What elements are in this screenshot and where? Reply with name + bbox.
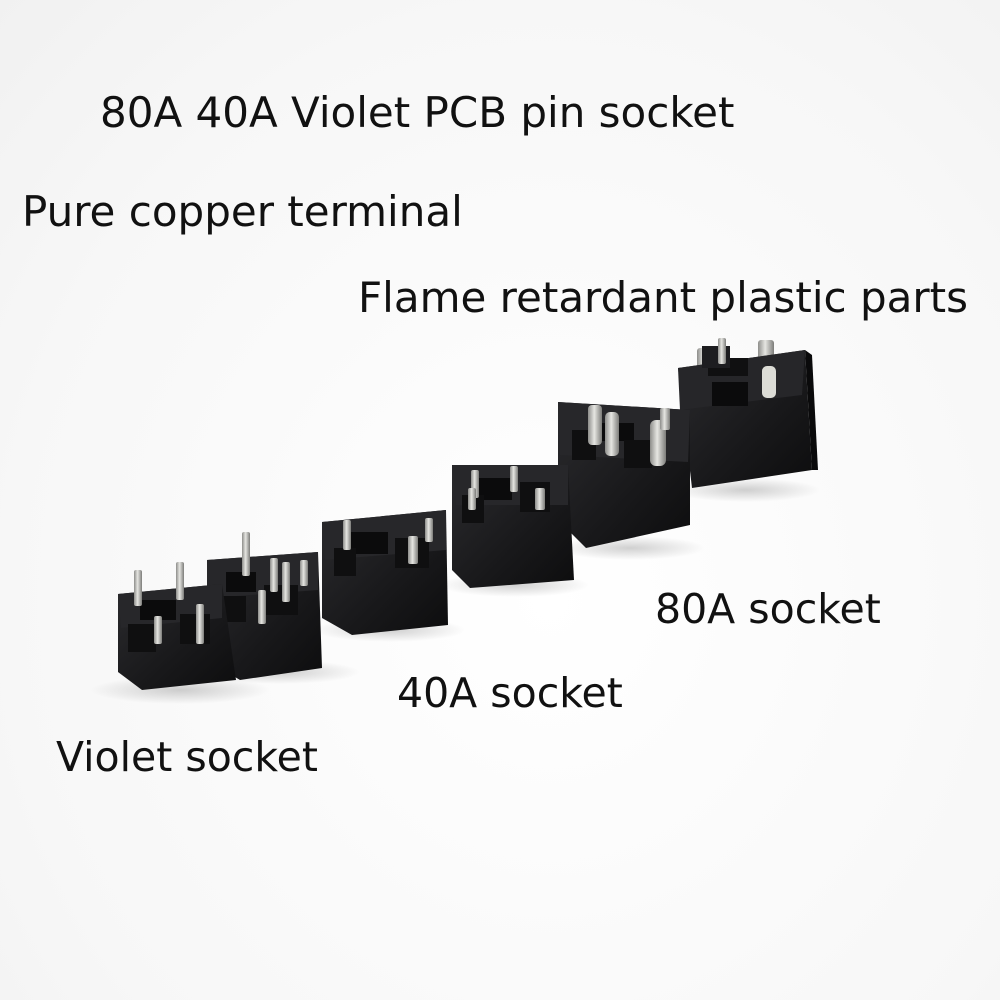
feature-flame-retardant: Flame retardant plastic parts	[358, 273, 968, 322]
socket-40a-rear	[452, 465, 574, 588]
socket-40a-front	[322, 510, 448, 635]
socket-violet-front	[118, 562, 236, 690]
product-title: 80A 40A Violet PCB pin socket	[100, 88, 735, 137]
label-40a-socket: 40A socket	[397, 669, 623, 717]
label-80a-socket: 80A socket	[655, 585, 881, 633]
socket-violet-rear	[207, 532, 322, 680]
socket-80a-front	[558, 402, 690, 548]
label-violet-socket: Violet socket	[56, 733, 318, 781]
feature-copper-terminal: Pure copper terminal	[22, 187, 463, 236]
shadow	[555, 536, 705, 560]
socket-80a-rear	[678, 338, 818, 488]
